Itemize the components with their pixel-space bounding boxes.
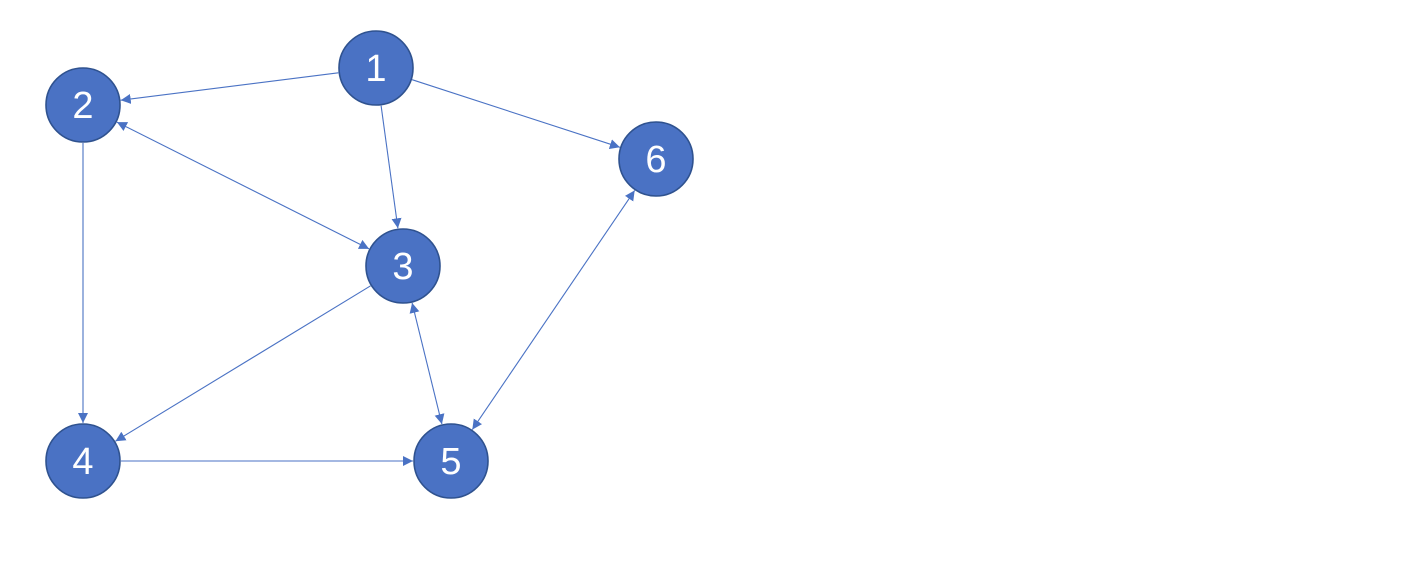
node-2-label: 2 xyxy=(72,85,93,127)
node-3-circle xyxy=(365,228,441,304)
edge-1-to-3 xyxy=(380,105,402,229)
node-4: 4 xyxy=(45,423,121,499)
node-1-circle xyxy=(338,30,414,106)
node-1: 1 xyxy=(338,30,414,106)
edge-1-to-2 xyxy=(120,72,339,104)
node-1-label: 1 xyxy=(365,48,386,90)
node-5-circle xyxy=(413,423,489,499)
edges-layer xyxy=(78,72,636,466)
edge-1-to-6 xyxy=(411,79,621,149)
edge-2-to-3-bidirectional xyxy=(116,121,370,250)
node-2: 2 xyxy=(45,67,121,143)
edge-3-to-5-bidirectional xyxy=(409,302,445,425)
node-6: 6 xyxy=(618,121,694,197)
edge-6-to-5-bidirectional xyxy=(471,190,636,430)
node-5-label: 5 xyxy=(440,441,461,483)
node-2-circle xyxy=(45,67,121,143)
node-4-label: 4 xyxy=(72,441,93,483)
node-4-circle xyxy=(45,423,121,499)
node-3: 3 xyxy=(365,228,441,304)
nodes-layer: 1 2 3 4 5 6 xyxy=(45,30,694,499)
node-5: 5 xyxy=(413,423,489,499)
node-6-circle xyxy=(618,121,694,197)
node-3-label: 3 xyxy=(392,246,413,288)
edge-3-to-4 xyxy=(115,285,371,442)
node-6-label: 6 xyxy=(645,139,666,181)
